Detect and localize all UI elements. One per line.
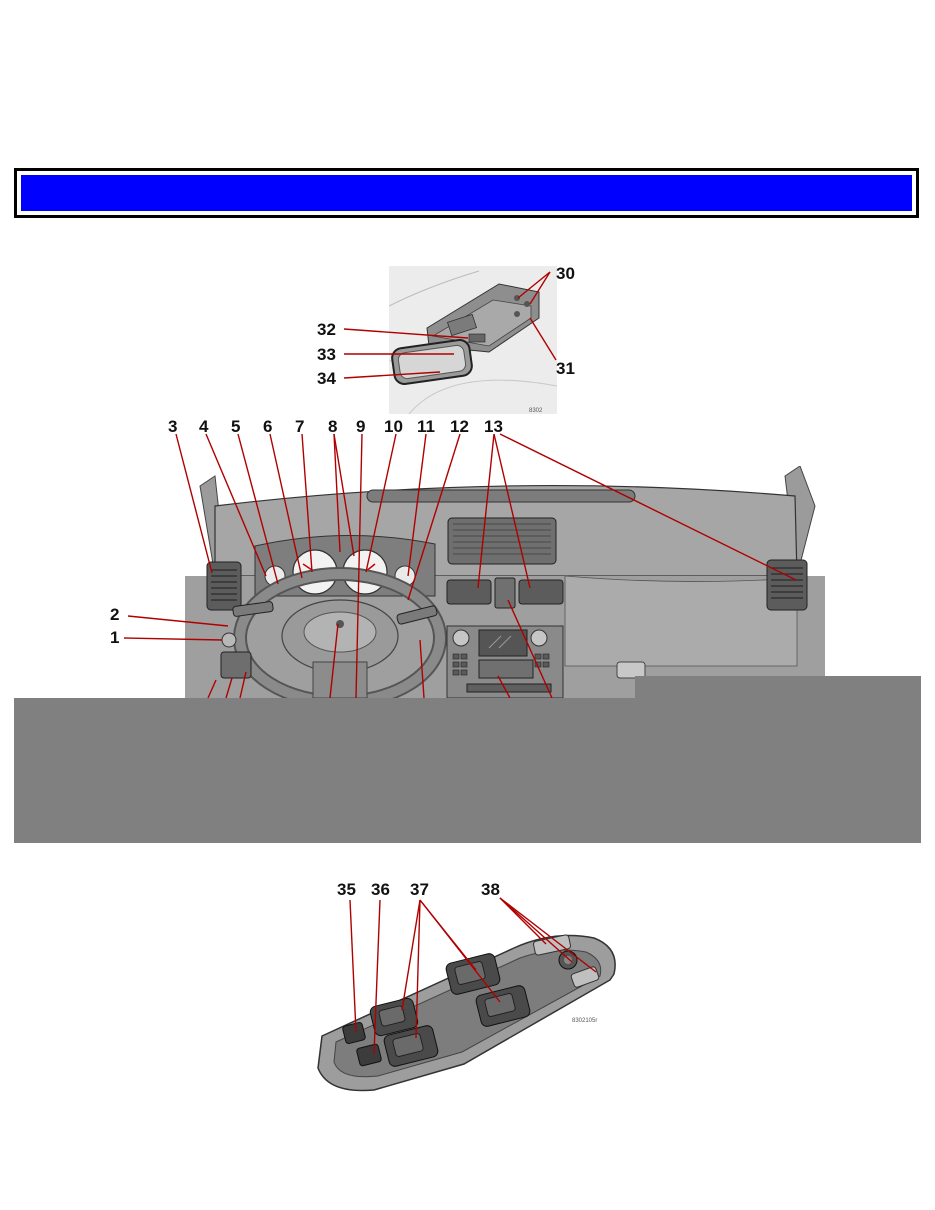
- door-switch-panel-illustration: 8302105r: [317, 934, 616, 1092]
- callout-36: 36: [371, 880, 390, 899]
- section-title-frame: [14, 168, 919, 218]
- dashboard-illustration: [185, 466, 825, 698]
- callout-9: 9: [356, 417, 365, 436]
- callout-38: 38: [481, 880, 500, 899]
- callout-13: 13: [484, 417, 503, 436]
- callout-32: 32: [317, 320, 336, 339]
- callout-10: 10: [384, 417, 403, 436]
- callout-12: 12: [450, 417, 469, 436]
- door-figure-code: 8302105r: [572, 1018, 597, 1024]
- callout-11: 11: [417, 417, 435, 436]
- callout-33: 33: [317, 345, 336, 364]
- callout-30: 30: [556, 264, 575, 283]
- callout-35: 35: [337, 880, 356, 899]
- callout-8: 8: [328, 417, 337, 436]
- callout-37: 37: [410, 880, 429, 899]
- callout-5: 5: [231, 417, 240, 436]
- callout-4: 4: [199, 417, 209, 436]
- section-title-bar: [21, 175, 912, 211]
- callout-2: 2: [110, 605, 119, 624]
- callout-1: 1: [110, 628, 119, 647]
- callout-3: 3: [168, 417, 177, 436]
- callout-7: 7: [295, 417, 304, 436]
- callout-31: 31: [556, 359, 575, 378]
- gray-overlay-step: [635, 676, 921, 700]
- gray-overlay-band: [14, 698, 921, 843]
- callout-6: 6: [263, 417, 272, 436]
- overhead-console-illustration: 8302: [389, 266, 557, 414]
- callout-34: 34: [317, 369, 336, 388]
- svg-text:8302: 8302: [529, 408, 543, 414]
